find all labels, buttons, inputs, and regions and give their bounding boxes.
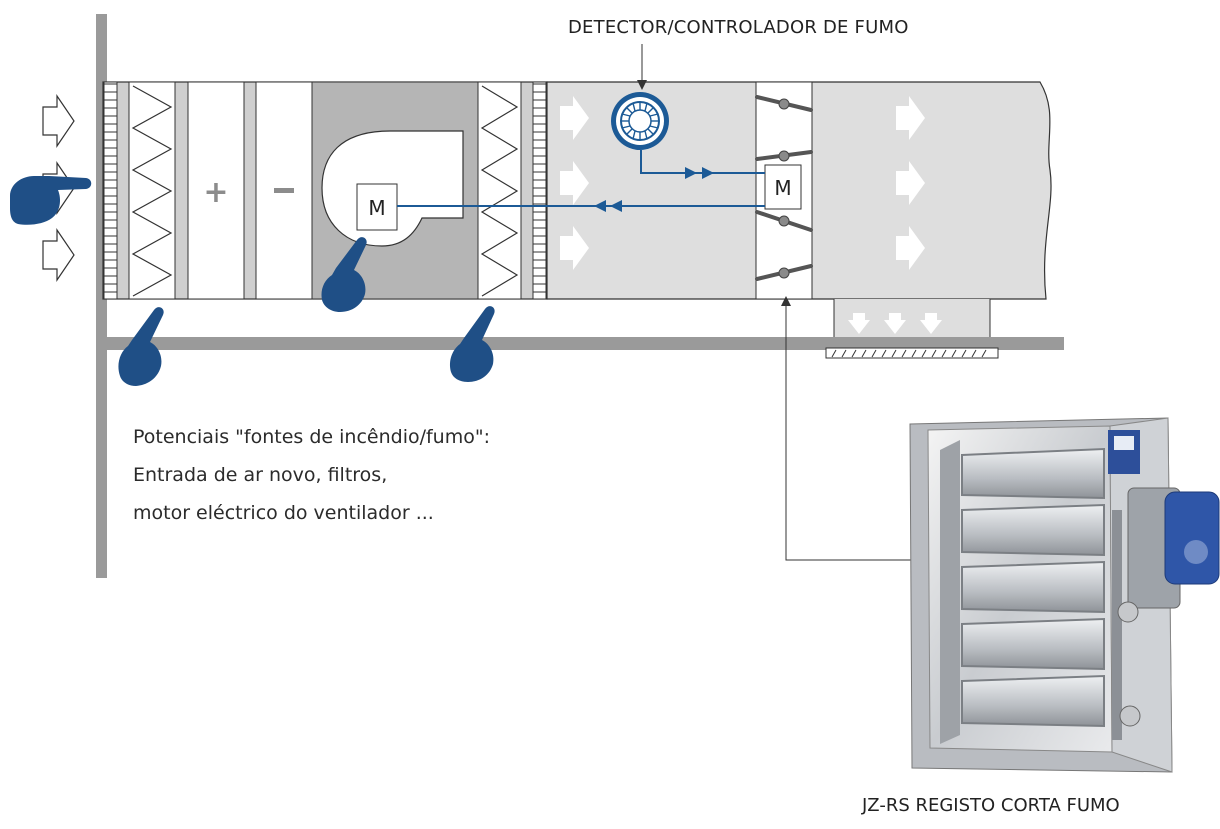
svg-text:+: +: [203, 175, 228, 210]
fire-sources-line-1: Potenciais "fontes de incêndio/fumo":: [133, 426, 491, 448]
outlet-grille: [532, 81, 547, 300]
floor-slab: [96, 337, 1064, 350]
cooler-coil: [255, 81, 313, 300]
detector-label: DETECTOR/CONTROLADOR DE FUMO: [568, 17, 909, 38]
smoke-detector-icon: [611, 92, 669, 150]
svg-text:M: M: [368, 196, 385, 220]
svg-text:M: M: [774, 176, 791, 200]
damper-product-photo: [909, 417, 1220, 773]
fire-sources-text: Potenciais "fontes de incêndio/fumo": En…: [133, 418, 490, 532]
product-label: JZ-RS REGISTO CORTA FUMO: [862, 795, 1120, 816]
pointing-hand-icon: [450, 306, 495, 382]
heater-coil: +: [187, 81, 245, 300]
pointing-hand-icon: [10, 176, 92, 225]
control-signal-lines: [397, 150, 765, 207]
fire-sources-line-3: motor eléctrico do ventilador ...: [133, 502, 434, 524]
fire-sources-line-2: Entrada de ar novo, filtros,: [133, 464, 388, 486]
pointing-hand-icons: [10, 176, 495, 386]
damper-actuator-box: [764, 164, 802, 210]
ceiling-diffuser: [825, 347, 999, 359]
pointing-hand-icon: [321, 237, 367, 312]
airflow-arrows-duct: [560, 96, 942, 334]
wall: [96, 14, 107, 578]
fan-motor-box: [356, 183, 398, 231]
intake-grille: [103, 81, 118, 300]
pre-filter: [128, 81, 176, 300]
pointing-hand-icon: [118, 307, 164, 386]
product-pointer: [785, 300, 925, 561]
final-filter: [477, 81, 522, 300]
